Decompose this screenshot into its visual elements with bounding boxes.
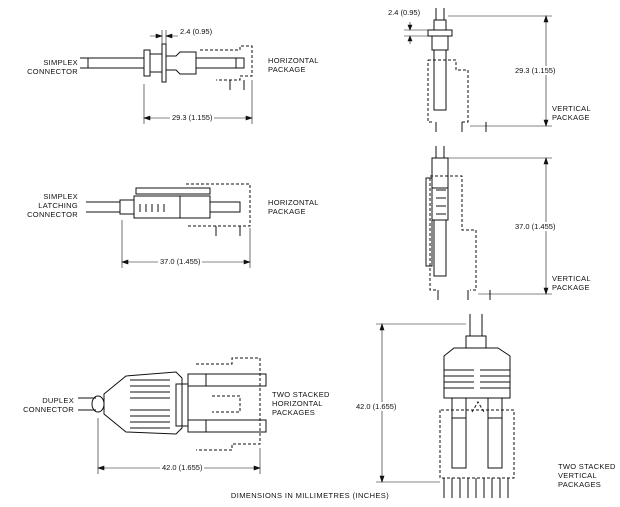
simplex-vertical-dimensions [404,15,552,127]
latching-vertical-drawing [425,146,491,300]
latching-connector-label: SIMPLEX LATCHING CONNECTOR [27,192,78,219]
latching-vertical-length-dimension: 37.0 (1.455) [513,222,558,231]
simplex-horizontal-package-label: HORIZONTAL PACKAGE [268,56,319,74]
duplex-horizontal-drawing [78,357,267,451]
simplex-horizontal-flange-dimension: 2.4 (0.95) [178,27,215,36]
latching-horizontal-drawing [86,183,251,236]
latching-vertical-package-label: VERTICAL PACKAGE [552,274,591,292]
units-caption: DIMENSIONS IN MILLIMETRES (INCHES) [230,491,390,500]
simplex-vertical-drawing [427,8,487,132]
duplex-vertical-length-dimension: 42.0 (1.655) [354,402,399,411]
simplex-vertical-flange-dimension: 2.4 (0.95) [386,8,423,17]
simplex-horizontal-length-dimension: 29.3 (1.155) [170,113,215,122]
duplex-horizontal-packages-label: TWO STACKED HORIZONTAL PACKAGES [272,390,330,417]
duplex-horizontal-length-dimension: 42.0 (1.655) [160,463,205,472]
latching-horizontal-package-label: HORIZONTAL PACKAGE [268,198,319,216]
simplex-vertical-package-label: VERTICAL PACKAGE [552,104,591,122]
duplex-vertical-drawing [439,314,515,498]
latching-horizontal-length-dimension: 37.0 (1.455) [158,257,203,266]
simplex-horizontal-drawing [80,43,253,90]
simplex-horizontal-dimensions [143,30,253,124]
simplex-vertical-length-dimension: 29.3 (1.155) [513,66,558,75]
simplex-connector-label: SIMPLEX CONNECTOR [27,58,78,76]
duplex-vertical-packages-label: TWO STACKED VERTICAL PACKAGES [558,462,616,489]
duplex-connector-label: DUPLEX CONNECTOR [23,396,74,414]
